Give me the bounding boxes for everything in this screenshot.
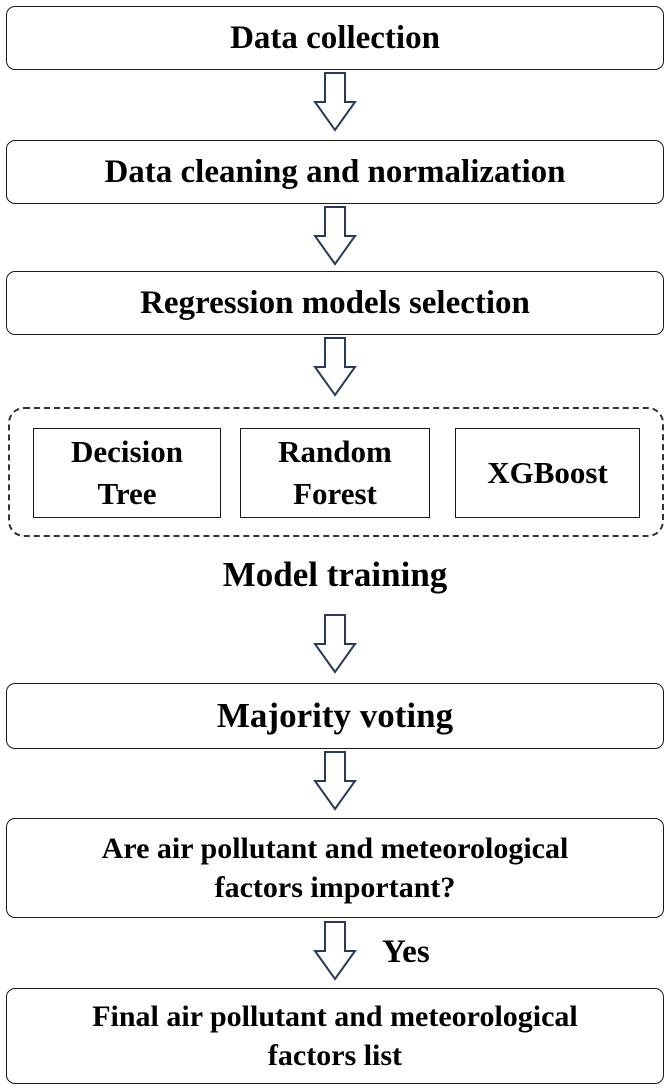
down-arrow-icon xyxy=(313,614,357,674)
model-random-forest-line-2: Forest xyxy=(293,476,377,511)
step-importance-question-line-1: Are air pollutant and meteorological xyxy=(101,832,569,865)
step-final-list: Final air pollutant and meteorological f… xyxy=(6,988,664,1084)
step-data-cleaning-label: Data cleaning and normalization xyxy=(104,153,566,190)
down-arrow-icon xyxy=(313,751,357,811)
model-random-forest: Random Forest xyxy=(240,428,430,518)
model-group-container xyxy=(8,407,664,537)
model-decision-tree: Decision Tree xyxy=(33,428,221,518)
down-arrow-icon xyxy=(313,206,357,266)
down-arrow-icon xyxy=(313,921,357,981)
down-arrow-icon xyxy=(313,72,357,132)
model-training-caption: Model training xyxy=(222,555,448,594)
step-final-list-line-1: Final air pollutant and meteorological xyxy=(92,1000,578,1033)
model-xgboost: XGBoost xyxy=(455,428,640,518)
step-model-selection-label: Regression models selection xyxy=(140,284,530,321)
down-arrow-icon xyxy=(313,337,357,397)
step-importance-question: Are air pollutant and meteorological fac… xyxy=(6,818,664,918)
model-decision-tree-line-1: Decision xyxy=(71,434,183,470)
step-model-selection: Regression models selection xyxy=(6,271,664,335)
step-majority-voting-label: Majority voting xyxy=(216,696,454,735)
model-decision-tree-line-2: Tree xyxy=(97,476,157,511)
yes-label: Yes xyxy=(382,934,430,970)
step-majority-voting: Majority voting xyxy=(6,683,664,749)
step-final-list-line-2: factors list xyxy=(267,1039,403,1072)
step-importance-question-line-2: factors important? xyxy=(214,871,456,904)
step-data-cleaning: Data cleaning and normalization xyxy=(6,140,664,204)
step-data-collection-label: Data collection xyxy=(230,19,440,56)
model-random-forest-line-1: Random xyxy=(278,434,392,470)
step-data-collection: Data collection xyxy=(6,6,664,70)
model-xgboost-label: XGBoost xyxy=(487,455,608,491)
